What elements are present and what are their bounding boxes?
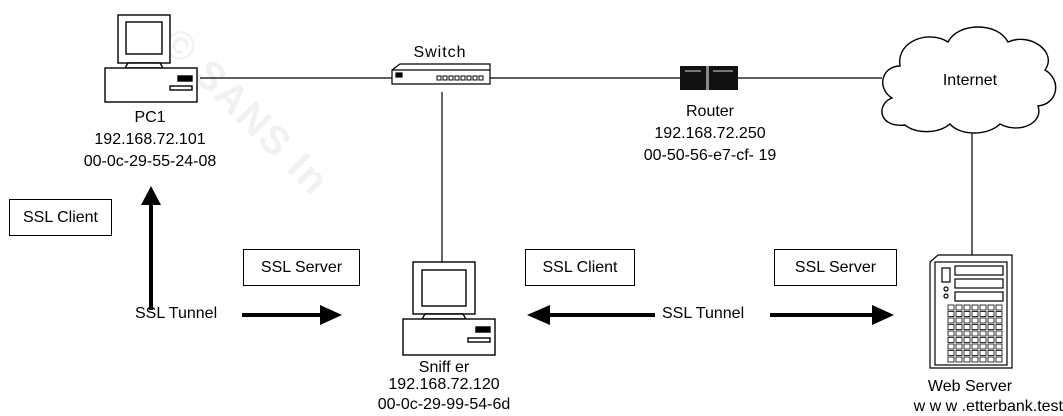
server-vent-cell bbox=[995, 350, 1003, 356]
router-ip: 192.168.72.250 bbox=[654, 125, 766, 142]
server-vent-cell bbox=[995, 343, 1003, 350]
server-vent-cell bbox=[947, 304, 955, 311]
server-vent-cell bbox=[987, 337, 995, 343]
server-vent-cell bbox=[971, 356, 979, 363]
server-vent-cell bbox=[979, 350, 987, 356]
server-vent-cell bbox=[987, 343, 995, 350]
server-vent-cell bbox=[947, 311, 955, 317]
server-vent-cell bbox=[971, 317, 979, 324]
server-vent-cell bbox=[955, 311, 963, 317]
server-vent-cell bbox=[947, 324, 955, 330]
sniffer-ip: 192.168.72.120 bbox=[388, 376, 500, 393]
pc1-mac: 00-0c-29-55-24-08 bbox=[83, 153, 217, 170]
server-vent-cell bbox=[955, 304, 963, 311]
web-server-host: w w w .etterbank.test bbox=[913, 398, 1063, 415]
server-vent-cell bbox=[947, 317, 955, 324]
server-vent-cell bbox=[995, 324, 1003, 330]
switch-name: Switch bbox=[413, 44, 467, 61]
server-vent-cell bbox=[995, 330, 1003, 337]
server-vent-cell bbox=[947, 343, 955, 350]
ssl-client-box-sniffer: SSL Client bbox=[525, 249, 635, 286]
server-vent-cell bbox=[963, 356, 971, 363]
network-links bbox=[200, 77, 973, 262]
sniffer-computer-icon bbox=[402, 261, 496, 356]
ssl-tunnel-label-left: SSL Tunnel bbox=[135, 305, 218, 322]
arrowhead-right-sniffer bbox=[320, 305, 342, 325]
server-vent-cell bbox=[987, 304, 995, 311]
server-vent-cell bbox=[963, 311, 971, 317]
server-vent-cell bbox=[955, 350, 963, 356]
server-vent-cell bbox=[971, 330, 979, 337]
router-mac: 00-50-56-e7-cf- 19 bbox=[643, 147, 777, 164]
ssl-server-box-webserver: SSL Server bbox=[774, 249, 897, 286]
server-vent-cell bbox=[947, 356, 955, 363]
server-vent-cell bbox=[955, 330, 963, 337]
server-vent-cell bbox=[963, 350, 971, 356]
server-vent-cell bbox=[971, 324, 979, 330]
server-vent-cell bbox=[987, 350, 995, 356]
server-vent-cell bbox=[947, 350, 955, 356]
sniffer-mac: 00-0c-29-99-54-6d bbox=[377, 396, 511, 413]
server-vent-cell bbox=[963, 304, 971, 311]
arrowhead-right-webserver bbox=[872, 305, 894, 325]
arrowhead-left-sniffer bbox=[527, 305, 550, 325]
internet-name: Internet bbox=[942, 72, 998, 89]
server-vent-cell bbox=[971, 337, 979, 343]
web-server-name: Web Server bbox=[927, 378, 1013, 395]
server-vent-cell bbox=[963, 317, 971, 324]
server-vent-cell bbox=[971, 311, 979, 317]
server-vent-cell bbox=[987, 356, 995, 363]
server-vent-cell bbox=[979, 343, 987, 350]
arrowhead-up bbox=[141, 186, 161, 205]
server-vent-cell bbox=[995, 337, 1003, 343]
arrows bbox=[141, 186, 894, 325]
server-vent-cell bbox=[995, 311, 1003, 317]
server-vent-cell bbox=[979, 324, 987, 330]
server-vent-cell bbox=[955, 324, 963, 330]
server-vent-cell bbox=[979, 304, 987, 311]
server-vent-cell bbox=[979, 337, 987, 343]
server-vent-cell bbox=[987, 330, 995, 337]
server-vent-cell bbox=[955, 317, 963, 324]
router-icon bbox=[680, 66, 738, 90]
server-vent-cell bbox=[955, 343, 963, 350]
server-vent-cell bbox=[979, 330, 987, 337]
server-vent-cell bbox=[955, 337, 963, 343]
server-vent-cell bbox=[995, 356, 1003, 363]
ssl-tunnel-label-right: SSL Tunnel bbox=[662, 305, 745, 322]
switch-icon bbox=[391, 63, 491, 85]
server-vent-cell bbox=[995, 317, 1003, 324]
server-vent-cell bbox=[995, 304, 1003, 311]
server-vent-cell bbox=[979, 311, 987, 317]
router-name: Router bbox=[685, 103, 735, 120]
ssl-server-box-sniffer: SSL Server bbox=[243, 249, 360, 286]
server-vent-cell bbox=[971, 304, 979, 311]
pc1-name: PC1 bbox=[134, 109, 166, 126]
server-vent-grid bbox=[947, 304, 1003, 363]
server-vent-cell bbox=[963, 330, 971, 337]
server-vent-cell bbox=[979, 356, 987, 363]
server-vent-cell bbox=[963, 343, 971, 350]
sniffer-name: Sniff er bbox=[418, 359, 470, 376]
pc1-ip: 192.168.72.101 bbox=[94, 131, 206, 148]
server-vent-cell bbox=[963, 324, 971, 330]
server-vent-cell bbox=[947, 337, 955, 343]
server-vent-cell bbox=[979, 317, 987, 324]
server-vent-cell bbox=[955, 356, 963, 363]
internet-cloud-icon bbox=[881, 26, 1057, 134]
server-vent-cell bbox=[947, 330, 955, 337]
server-vent-cell bbox=[963, 337, 971, 343]
server-vent-cell bbox=[971, 343, 979, 350]
ssl-client-box-pc1: SSL Client bbox=[9, 199, 112, 236]
server-vent-cell bbox=[971, 350, 979, 356]
server-vent-cell bbox=[987, 324, 995, 330]
server-vent-cell bbox=[987, 311, 995, 317]
pc1-computer-icon bbox=[104, 14, 198, 103]
server-vent-cell bbox=[987, 317, 995, 324]
